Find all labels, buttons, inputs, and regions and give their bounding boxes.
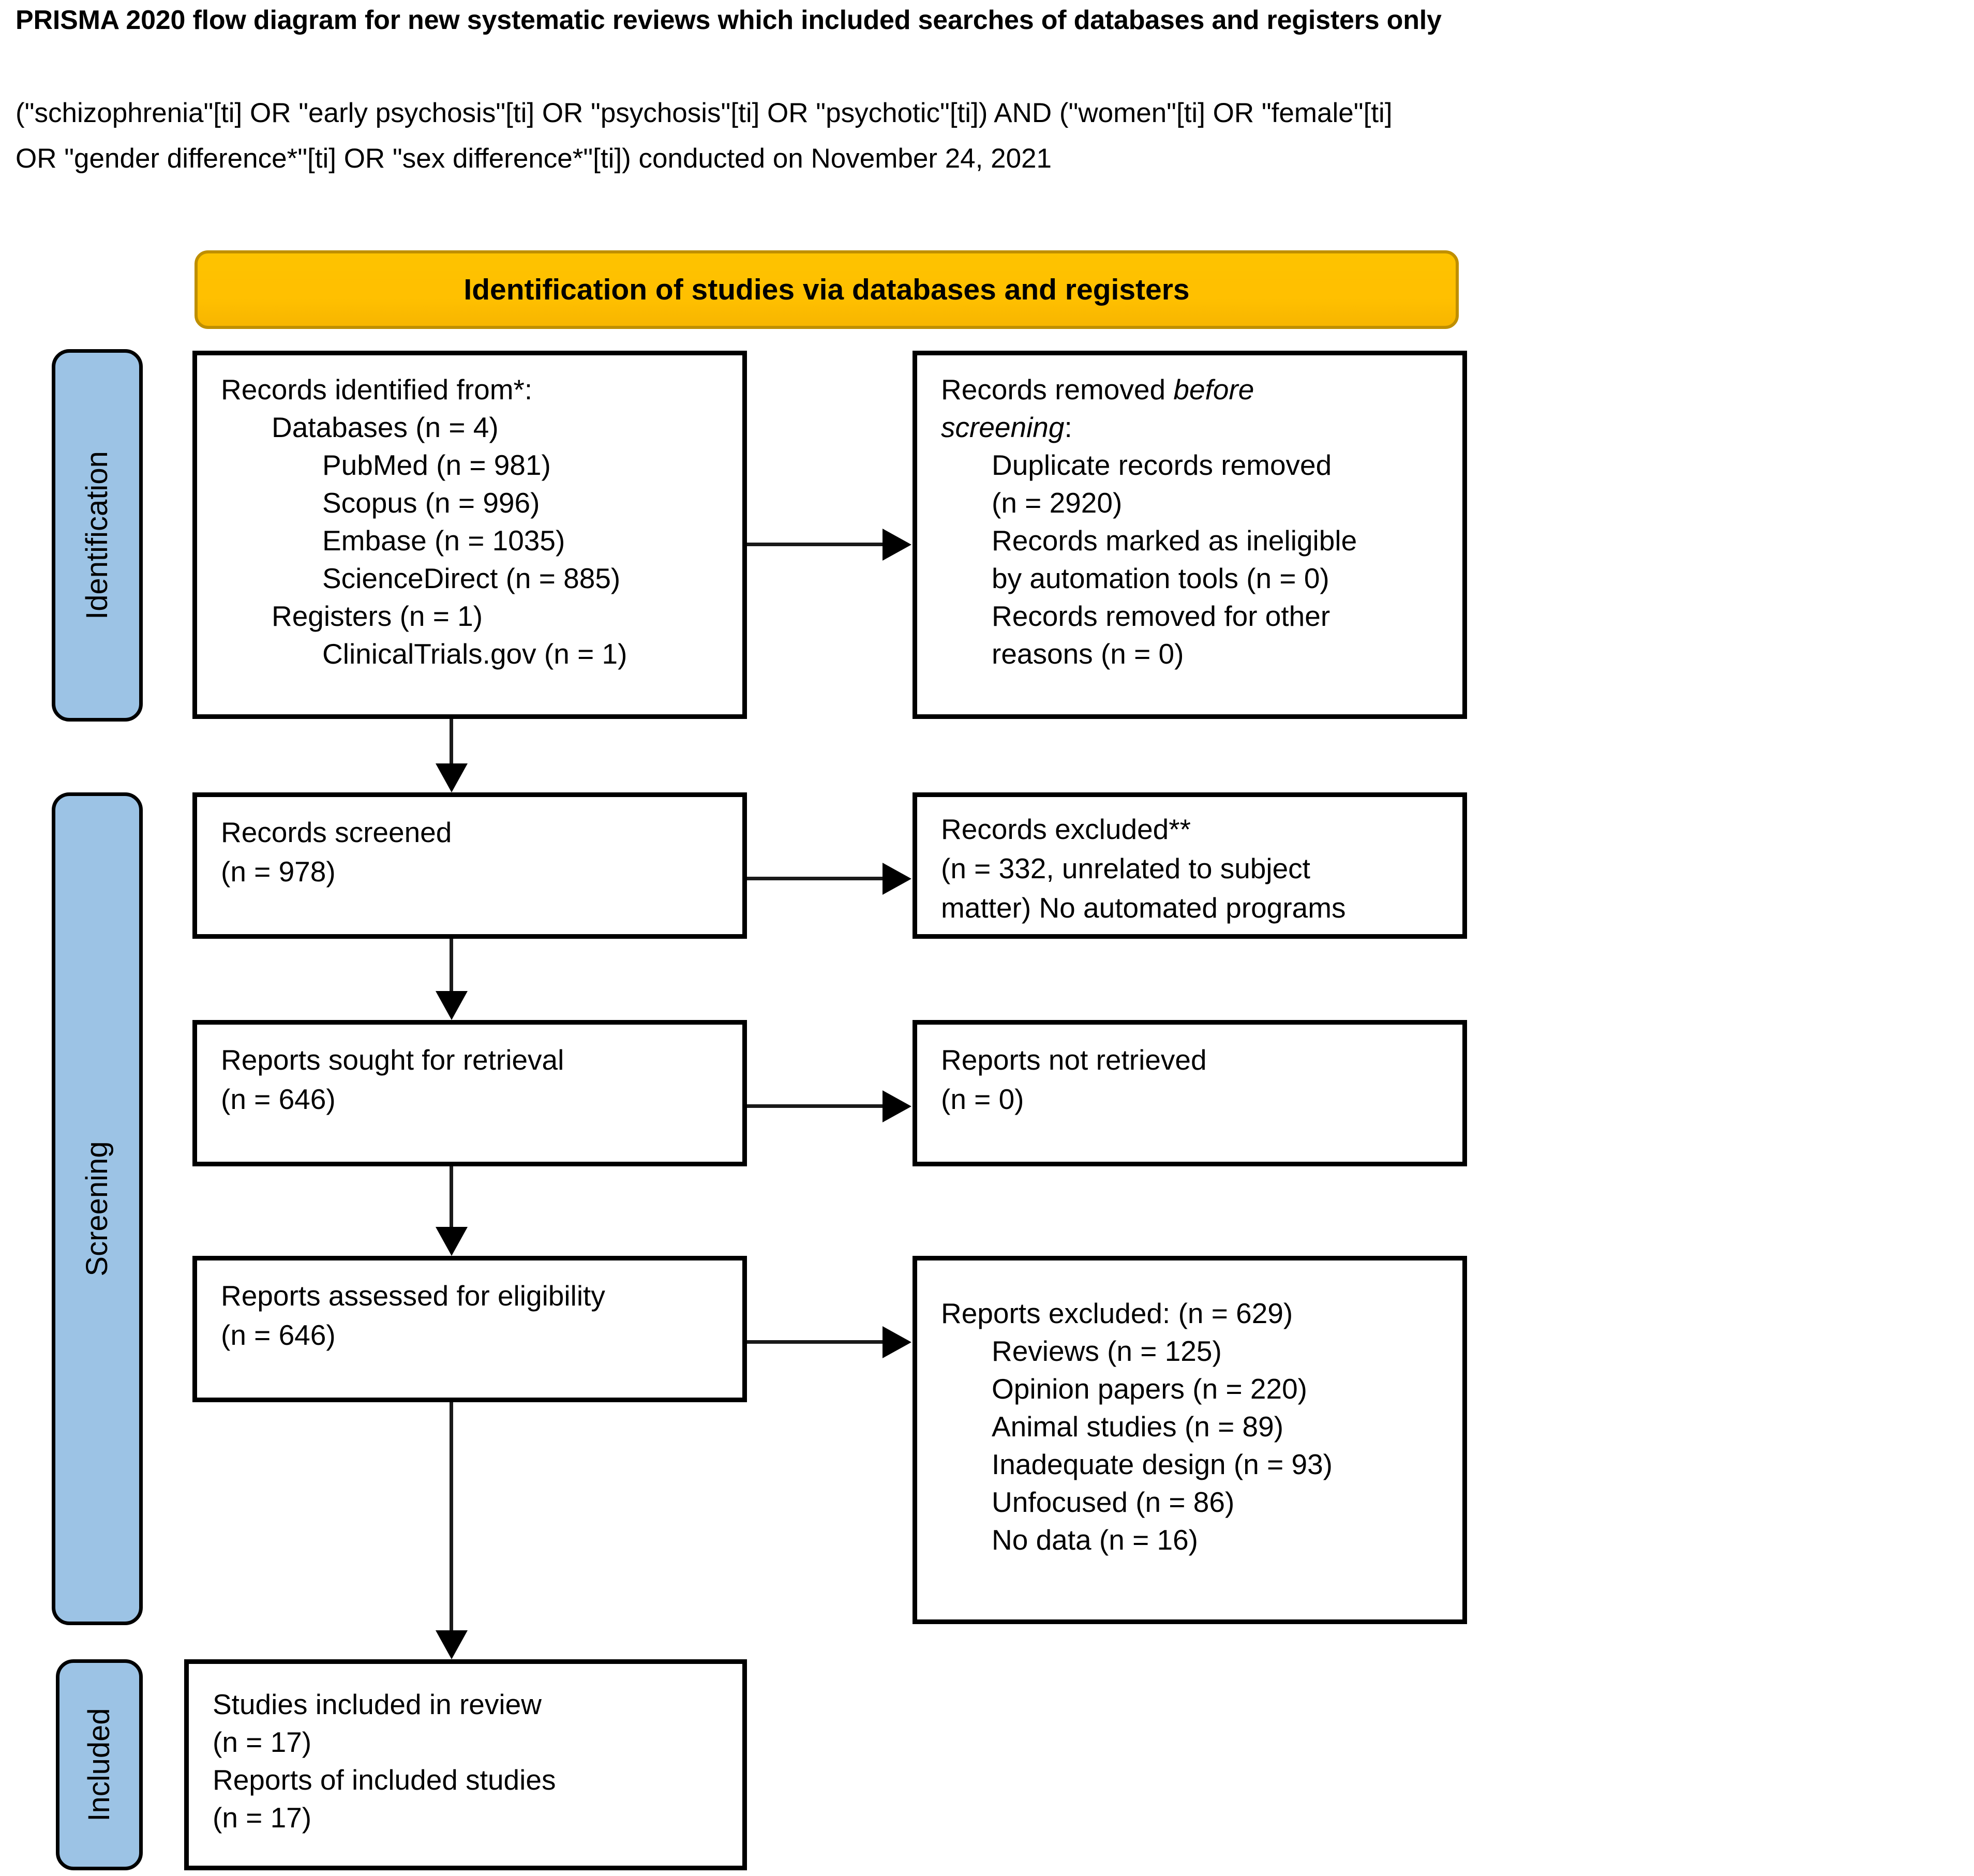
stage-label-identification: Identification — [52, 349, 143, 722]
line: Inadequate design (n = 93) — [992, 1448, 1333, 1480]
arrow-head-right-icon — [883, 1090, 911, 1122]
line: reasons (n = 0) — [992, 638, 1184, 670]
arrow-shaft — [747, 1104, 884, 1108]
line: Reviews (n = 125) — [992, 1335, 1222, 1367]
box-records-removed: Records removed before screening: Duplic… — [913, 351, 1467, 719]
stage-label-included: Included — [56, 1659, 143, 1870]
line: Records removed — [941, 373, 1174, 406]
query-line-1: ("schizophrenia"[ti] OR "early psychosis… — [16, 98, 1393, 128]
line: Reports assessed for eligibility — [221, 1280, 605, 1312]
arrow-shaft — [747, 1340, 884, 1344]
line: (n = 2920) — [992, 487, 1123, 519]
line: Studies included in review — [213, 1688, 542, 1720]
identification-banner-label: Identification of studies via databases … — [463, 273, 1190, 306]
line: (n = 646) — [221, 1319, 336, 1351]
line: matter) No automated programs — [941, 892, 1346, 924]
line: Databases (n = 4) — [272, 411, 499, 443]
line: (n = 646) — [221, 1083, 336, 1115]
line: Records screened — [221, 816, 452, 848]
arrow-head-right-icon — [883, 863, 911, 895]
line: Opinion papers (n = 220) — [992, 1373, 1307, 1405]
search-query-text: ("schizophrenia"[ti] OR "early psychosis… — [16, 91, 1940, 182]
arrow-identified-to-screened — [436, 719, 468, 792]
box-records-excluded-text: Records excluded** (n = 332, unrelated t… — [941, 809, 1444, 927]
arrow-screened-to-excluded — [747, 863, 913, 895]
arrow-sought-to-assessed — [436, 1166, 468, 1256]
identification-banner: Identification of studies via databases … — [195, 250, 1459, 329]
line: Duplicate records removed — [992, 449, 1332, 481]
box-reports-not-retrieved: Reports not retrieved (n = 0) — [913, 1020, 1467, 1166]
arrow-screened-to-sought — [436, 939, 468, 1020]
line-tail: : — [1064, 411, 1072, 443]
arrow-head-down-icon — [436, 763, 468, 792]
arrow-shaft — [450, 1166, 453, 1227]
line: Reports sought for retrieval — [221, 1044, 564, 1076]
box-records-screened-text: Records screened (n = 978) — [221, 813, 724, 891]
line: Unfocused (n = 86) — [992, 1486, 1235, 1518]
arrow-assessed-to-reports-excluded — [747, 1326, 913, 1358]
arrow-shaft — [747, 543, 884, 546]
box-records-identified: Records identified from*: Databases (n =… — [192, 351, 747, 719]
box-reports-sought: Reports sought for retrieval (n = 646) — [192, 1020, 747, 1166]
arrow-head-down-icon — [436, 991, 468, 1020]
query-line-2: OR "gender difference*"[ti] OR "sex diff… — [16, 143, 1052, 174]
stage-label-screening-text: Screening — [80, 1141, 114, 1277]
line: (n = 17) — [213, 1726, 312, 1758]
box-records-excluded: Records excluded** (n = 332, unrelated t… — [913, 792, 1467, 939]
arrow-shaft — [450, 939, 453, 991]
line: Records removed for other — [992, 600, 1330, 632]
box-records-removed-text: Records removed before screening: Duplic… — [941, 371, 1444, 673]
line-emphasis: screening — [941, 411, 1065, 443]
line: Embase (n = 1035) — [322, 524, 565, 557]
box-studies-included-text: Studies included in review (n = 17) Repo… — [213, 1686, 724, 1837]
line: (n = 0) — [941, 1083, 1024, 1115]
box-reports-sought-text: Reports sought for retrieval (n = 646) — [221, 1040, 724, 1119]
box-reports-assessed-text: Reports assessed for eligibility (n = 64… — [221, 1276, 724, 1355]
line: Records identified from*: — [221, 373, 533, 406]
stage-label-screening: Screening — [52, 792, 143, 1625]
line: Registers (n = 1) — [272, 600, 483, 632]
arrow-assessed-to-included — [436, 1402, 468, 1659]
box-studies-included: Studies included in review (n = 17) Repo… — [184, 1659, 747, 1870]
line: Reports excluded: (n = 629) — [941, 1297, 1293, 1329]
box-reports-excluded-text: Reports excluded: (n = 629) Reviews (n =… — [941, 1295, 1444, 1559]
line: Reports of included studies — [213, 1764, 556, 1796]
line: No data (n = 16) — [992, 1524, 1198, 1556]
arrow-shaft — [450, 719, 453, 763]
box-reports-not-retrieved-text: Reports not retrieved (n = 0) — [941, 1040, 1444, 1119]
line: Reports not retrieved — [941, 1044, 1207, 1076]
stage-label-included-text: Included — [82, 1708, 116, 1822]
line-emphasis: before — [1173, 373, 1254, 406]
box-reports-excluded: Reports excluded: (n = 629) Reviews (n =… — [913, 1256, 1467, 1624]
line: Records marked as ineligible — [992, 524, 1357, 557]
arrow-head-right-icon — [883, 529, 911, 561]
line: ClinicalTrials.gov (n = 1) — [322, 638, 627, 670]
arrow-shaft — [747, 877, 884, 880]
line: Animal studies (n = 89) — [992, 1410, 1284, 1443]
arrow-head-right-icon — [883, 1326, 911, 1358]
box-reports-assessed: Reports assessed for eligibility (n = 64… — [192, 1256, 747, 1402]
arrow-head-down-icon — [436, 1630, 468, 1659]
line: PubMed (n = 981) — [322, 449, 551, 481]
page-title: PRISMA 2020 flow diagram for new systema… — [16, 5, 1442, 35]
line: (n = 978) — [221, 856, 336, 888]
arrow-head-down-icon — [436, 1227, 468, 1256]
line: (n = 332, unrelated to subject — [941, 852, 1310, 884]
arrow-shaft — [450, 1402, 453, 1630]
arrow-identified-to-removed — [747, 529, 913, 561]
stage-label-identification-text: Identification — [80, 451, 114, 620]
box-records-screened: Records screened (n = 978) — [192, 792, 747, 939]
line: Records excluded** — [941, 813, 1191, 845]
arrow-sought-to-not-retrieved — [747, 1090, 913, 1122]
line: Scopus (n = 996) — [322, 487, 540, 519]
line: (n = 17) — [213, 1802, 312, 1834]
line: by automation tools (n = 0) — [992, 562, 1329, 594]
line: ScienceDirect (n = 885) — [322, 562, 621, 594]
box-records-identified-text: Records identified from*: Databases (n =… — [221, 371, 724, 673]
